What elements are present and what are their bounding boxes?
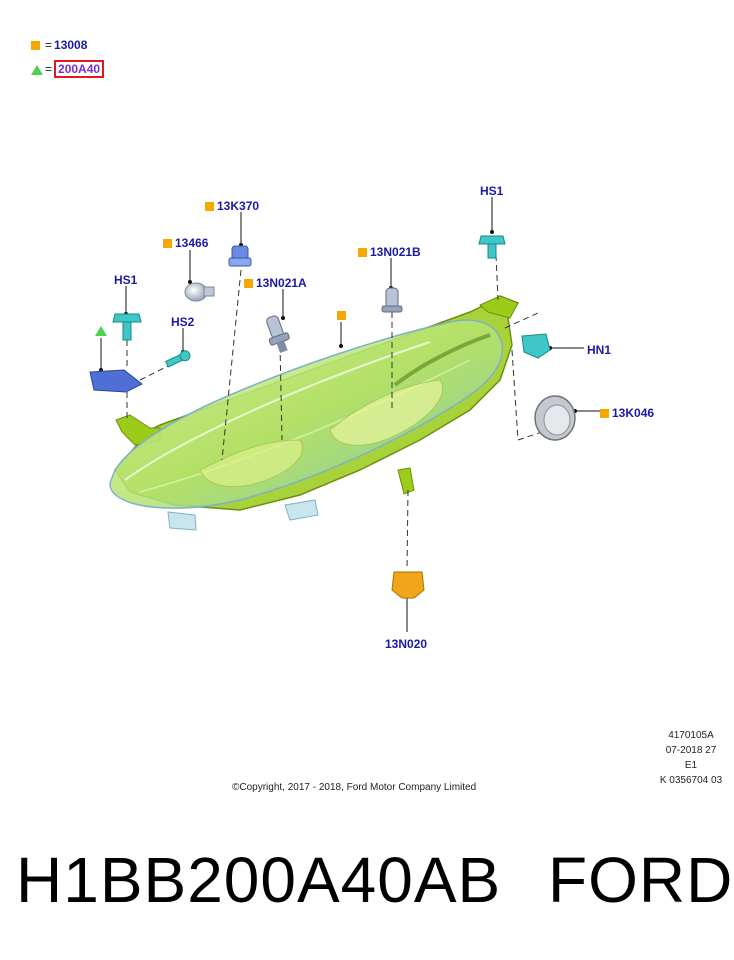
- clip-hn1: [521, 333, 551, 359]
- square-icon: [358, 248, 367, 258]
- bulb-13466: [184, 282, 215, 302]
- drl-strip: [393, 333, 491, 387]
- cap-13k046: [534, 395, 576, 441]
- square-icon: [205, 202, 214, 212]
- motor-13n020: [391, 571, 425, 599]
- callout-13n021b[interactable]: 13N021B: [358, 245, 421, 259]
- triangle-icon: [31, 64, 43, 75]
- part-number: H1BB200A40AB: [16, 844, 502, 916]
- reflector-high: [329, 379, 443, 446]
- legend-equals: =: [45, 38, 53, 52]
- square-marker-13008: [337, 311, 346, 320]
- mount-tab-right: [479, 295, 519, 319]
- legend-triangle-row: =200A40: [31, 60, 105, 78]
- screw-hs1-right: [478, 235, 506, 259]
- screw-hs2: [165, 350, 191, 368]
- brand-name: FORD: [548, 844, 734, 916]
- bulb-13n021a: [266, 315, 290, 353]
- callout-13n021a-label: 13N021A: [256, 276, 307, 290]
- legend-equals: =: [45, 62, 53, 76]
- callout-13n020-label: 13N020: [385, 637, 428, 651]
- callout-13k046-label: 13K046: [612, 406, 655, 420]
- bulb-13n021b: [381, 287, 403, 313]
- reference-line-3: E1: [684, 760, 698, 771]
- screw-hs1-left: [112, 313, 142, 341]
- callout-13466[interactable]: 13466: [163, 236, 208, 250]
- callout-hs2-label: HS2: [171, 315, 195, 329]
- assembly-lines: [126, 254, 549, 571]
- mount-tab-bottom: [397, 467, 415, 495]
- callout-13n020[interactable]: 13N020: [385, 637, 427, 651]
- reflector-low: [199, 439, 303, 487]
- legend-200a40-highlight[interactable]: 200A40: [54, 60, 105, 78]
- triangle-marker-200a40: [95, 326, 107, 336]
- square-icon: [163, 239, 172, 249]
- callout-13n021b-label: 13N021B: [370, 245, 421, 259]
- reference-block: 4170105A 07-2018 27 E1 K 0356704 03: [650, 728, 732, 788]
- legend-square-row: =13008: [31, 38, 87, 52]
- callout-13k370[interactable]: 13K370: [205, 199, 259, 213]
- callout-hs1-right-label: HS1: [480, 184, 504, 198]
- copyright-text: ©Copyright, 2017 - 2018, Ford Motor Comp…: [232, 782, 477, 793]
- callout-13n021a[interactable]: 13N021A: [244, 276, 307, 290]
- reference-line-2: 07-2018 27: [665, 745, 717, 756]
- callout-hs1-left[interactable]: HS1: [114, 273, 137, 287]
- callout-hs1-left-label: HS1: [114, 273, 138, 287]
- callout-hs2[interactable]: HS2: [171, 315, 194, 329]
- socket-13k370: [228, 245, 252, 267]
- square-icon: [244, 279, 253, 289]
- reference-line-1: 4170105A: [668, 730, 714, 741]
- callout-13466-label: 13466: [175, 236, 209, 250]
- callout-13k046[interactable]: 13K046: [600, 406, 654, 420]
- callout-hn1-label: HN1: [587, 343, 612, 357]
- bracket-200a40: [89, 369, 143, 393]
- headlamp-lens: [109, 319, 504, 509]
- callout-leaders: [100, 197, 600, 632]
- callout-hs1-right[interactable]: HS1: [480, 184, 503, 198]
- callout-hn1[interactable]: HN1: [587, 343, 611, 357]
- square-icon: [600, 409, 609, 419]
- reference-line-4: K 0356704 03: [659, 775, 723, 786]
- square-icon: [31, 41, 40, 51]
- legend-13008[interactable]: 13008: [54, 38, 88, 52]
- callout-13k370-label: 13K370: [217, 199, 260, 213]
